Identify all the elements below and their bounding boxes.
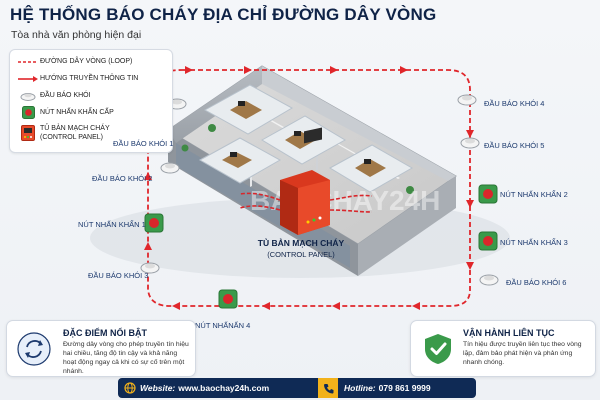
smoke-detector-1-label: ĐẦU BÁO KHÓI 1 <box>113 139 174 148</box>
features-text: Đường dây vòng cho phép truyền tín hiệu … <box>63 341 189 375</box>
legend-item-button: NÚT NHẤN KHẨN CẤP <box>16 104 166 121</box>
hotline-key: Hotline: <box>344 383 376 393</box>
loop-line <box>147 69 471 307</box>
legend-item-panel: TỦ BẢN MẠCH CHÁY (CONTROL PANEL) <box>16 121 166 145</box>
manual-call-point-icon[interactable] <box>144 213 164 233</box>
legend-label: ĐƯỜNG DÂY VÒNG (LOOP) <box>40 58 133 65</box>
call-point-2-label: NÚT NHẤN KHẨN 2 <box>500 190 568 199</box>
legend-label: TỦ BẢN MẠCH CHÁY (CONTROL PANEL) <box>40 124 110 142</box>
legend-label: ĐẦU BÁO KHÓI <box>40 92 91 99</box>
legend-label-line2: (CONTROL PANEL) <box>40 134 104 141</box>
smoke-detector-6-label: ĐẦU BÁO KHÓI 6 <box>506 278 567 287</box>
page-title: HỆ THỐNG BÁO CHÁY ĐỊA CHỈ ĐƯỜNG DÂY VÒNG <box>10 5 437 24</box>
website-info[interactable]: Website: www.baochay24h.com <box>118 378 318 398</box>
smoke-detector-icon <box>140 262 160 274</box>
manual-call-point-icon[interactable] <box>218 289 238 309</box>
website-value[interactable]: www.baochay24h.com <box>178 383 270 393</box>
operation-text: Tín hiệu được truyền liên tục theo vòng … <box>463 341 582 366</box>
features-title: ĐẶC ĐIỂM NỔI BẬT <box>63 328 147 338</box>
shield-check-icon <box>425 334 451 364</box>
website-key: Website: <box>140 383 176 393</box>
operation-card: VẬN HÀNH LIÊN TỤC Tín hiệu được truyền l… <box>410 320 596 377</box>
footer-bar: Website: www.baochay24h.com Hotline: 079… <box>118 378 476 398</box>
smoke-detector-icon <box>16 91 40 101</box>
call-point-4-label: NÚT NHẤNẤN 4 <box>195 321 251 330</box>
smoke-detector-3-label: ĐẦU BÁO KHÓI 3 <box>88 271 149 280</box>
smoke-detector-icon <box>160 162 180 174</box>
watermark-text: BAOCHAY24H <box>250 185 440 216</box>
operation-title: VẬN HÀNH LIÊN TỤC <box>463 328 555 338</box>
dashed-red-line-icon <box>16 59 40 65</box>
smoke-detector-icon <box>479 274 499 286</box>
legend-label: HƯỚNG TRUYỀN THÔNG TIN <box>40 75 139 82</box>
call-point-3-label: NÚT NHẤN KHẨN 3 <box>500 238 568 247</box>
smoke-detector-5-label: ĐẦU BÁO KHÓI 5 <box>484 141 545 150</box>
control-panel[interactable] <box>280 127 330 235</box>
hotline-value[interactable]: 079 861 9999 <box>378 383 431 393</box>
smoke-detector-icon <box>457 94 477 106</box>
control-panel-label: TỦ BẢN MẠCH CHÁY (CONTROL PANEL) <box>238 238 364 260</box>
phone-icon <box>318 378 338 398</box>
call-point-1-label: NÚT NHẤN KHẨN 1 <box>78 220 146 229</box>
control-panel-subtitle: (CONTROL PANEL) <box>267 250 335 259</box>
globe-icon <box>124 382 136 394</box>
hotline-info[interactable]: Hotline: 079 861 9999 <box>338 378 431 398</box>
legend-label: NÚT NHẤN KHẨN CẤP <box>40 109 114 116</box>
smoke-detector-4-label: ĐẦU BÁO KHÓI 4 <box>484 99 545 108</box>
smoke-detector-2-label: ĐẦU BÁO KHÓI 2 <box>92 174 153 183</box>
manual-call-point-icon <box>16 106 40 119</box>
control-panel-icon <box>16 125 40 141</box>
red-arrow-icon <box>16 75 40 83</box>
manual-call-point-icon[interactable] <box>478 231 498 251</box>
legend-item-direction: HƯỚNG TRUYỀN THÔNG TIN <box>16 70 166 87</box>
page-subtitle: Tòa nhà văn phòng hiện đại <box>11 29 142 41</box>
direction-arrows <box>144 66 474 310</box>
features-card: ĐẶC ĐIỂM NỔI BẬT Đường dây vòng cho phép… <box>6 320 196 377</box>
legend-item-loop: ĐƯỜNG DÂY VÒNG (LOOP) <box>16 53 166 70</box>
control-panel-title: TỦ BẢN MẠCH CHÁY <box>257 238 345 248</box>
manual-call-point-icon[interactable] <box>478 184 498 204</box>
legend: ĐƯỜNG DÂY VÒNG (LOOP) HƯỚNG TRUYỀN THÔNG… <box>9 49 173 153</box>
legend-item-smoke: ĐẦU BÁO KHÓI <box>16 87 166 104</box>
building <box>167 65 457 276</box>
legend-label-line1: TỦ BẢN MẠCH CHÁY <box>40 125 110 132</box>
refresh-cycle-icon <box>17 332 51 366</box>
smoke-detector-icon <box>460 137 480 149</box>
